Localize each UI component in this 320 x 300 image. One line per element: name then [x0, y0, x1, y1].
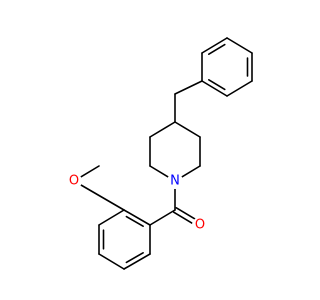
bond-carbonyl-c-to-carbonyl-o-b [175, 207, 197, 220]
atom-methoxy-o: O [66, 173, 82, 189]
bond-aryl-c5-to-aryl-c6 [123, 253, 151, 270]
atom-n1-background [167, 173, 183, 189]
carbonyl-oxygen-label: O [195, 218, 205, 233]
bond-benzyl-ring-upper-left-to-benzyl-ring-top [201, 37, 228, 54]
bond-aryl-c2-to-aryl-c3 [98, 209, 125, 226]
bond-aryl-c1-to-aryl-c2 [123, 209, 151, 226]
bond-carbonyl-c-to-aryl-c1 [149, 209, 176, 226]
atom-methoxy-o-background [66, 173, 82, 189]
nitrogen-atom-label: N [170, 174, 180, 189]
atom-carbonyl-o: O [192, 217, 208, 233]
bond-benzyl-ring-bottom-to-benzyl-ring-lower-left-inner [208, 79, 226, 91]
atom-carbonyl-o-background [192, 217, 208, 233]
bond-piperidine-c4-to-piperidine-c3 [149, 121, 176, 138]
atom-label-layer: N O O [66, 173, 208, 233]
bond-carbonyl-c-to-carbonyl-o-a [172, 211, 194, 225]
atom-n1: N [167, 173, 183, 189]
bond-layer [79, 37, 253, 270]
bond-aryl-c2-to-methoxy-o [79, 183, 125, 211]
bond-piperidine-c2-to-piperidine-n1 [149, 165, 169, 178]
methoxy-oxygen-label: O [69, 174, 79, 189]
bond-benzyl-ring-lower-right-to-benzyl-ring-bottom [226, 80, 253, 97]
bond-piperidine-n1-to-piperidine-c6 [181, 165, 201, 178]
bond-benzyl-ring-top-to-benzyl-ring-upper-right [226, 37, 253, 54]
bond-aryl-c5-to-aryl-c6-inner [125, 252, 144, 264]
bond-piperidine-c5-to-piperidine-c4 [174, 121, 201, 138]
molecule-structure-diagram: N O O [66, 37, 253, 270]
bond-aryl-c1-to-aryl-c2-inner [125, 215, 144, 227]
bond-benzyl-ring-bottom-to-benzyl-ring-lower-left [201, 80, 228, 97]
bond-benzyl-ring-lower-left-to-benzyl-ch2 [174, 80, 203, 95]
bond-aryl-c4-to-aryl-c5 [98, 253, 125, 270]
bond-benzyl-ring-upper-left-to-benzyl-ring-top-inner [208, 43, 226, 56]
bond-methoxy-o-to-methoxy-ch3 [79, 165, 100, 179]
